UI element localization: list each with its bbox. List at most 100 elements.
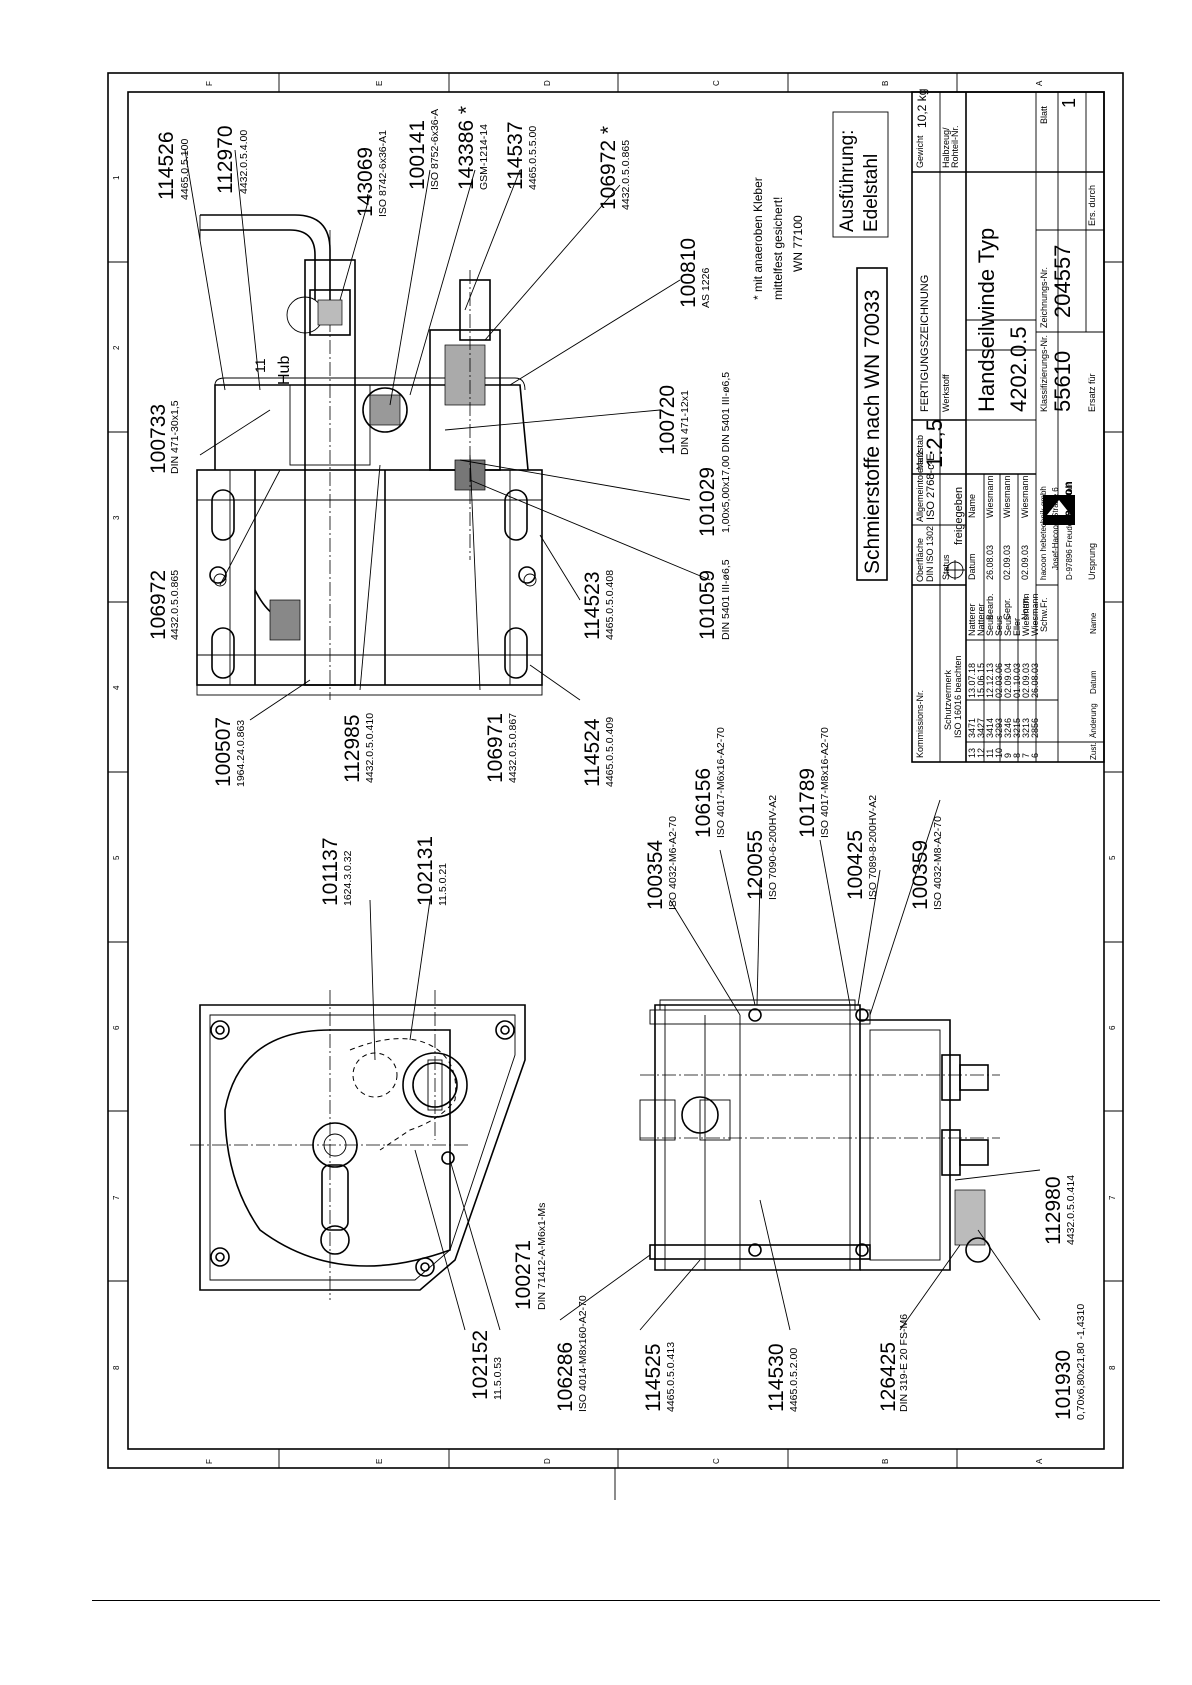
- rev-name: Wiesmann: [1030, 593, 1040, 636]
- zone-num-left-2: 2: [112, 345, 121, 350]
- rev-header-name: Name: [1089, 612, 1098, 634]
- zone-label-bottom-d: D: [543, 1458, 552, 1464]
- oberflaeche-norm: DIN ISO 1302: [925, 525, 935, 582]
- part-number: 114530: [765, 1343, 788, 1412]
- part-spec: 1964.24.0.863: [235, 719, 247, 787]
- rev-z: 6: [1030, 752, 1040, 758]
- document-type: FERTIGUNGSZEICHNUNG: [919, 274, 931, 412]
- zone-num-left-1: 1: [112, 175, 121, 180]
- section-view: [196, 214, 543, 700]
- part-spec: 11.5.0.53: [492, 1356, 504, 1400]
- part-number: 114523: [581, 571, 604, 640]
- zone-num-left-8: 8: [112, 1365, 121, 1370]
- part-number: 143069: [354, 146, 377, 217]
- klassifizierung-label: Klassifizierungs-Nr.: [1039, 334, 1049, 412]
- part-number: 106286: [554, 1341, 577, 1412]
- part-number: 100271: [512, 1239, 535, 1310]
- ersetzt-durch-label: Ers. durch: [1087, 184, 1097, 226]
- zeichnungs-value: 204557: [1050, 244, 1075, 318]
- zone-num-left-4: 4: [112, 685, 121, 690]
- zone-num-left-7: 7: [112, 1195, 121, 1200]
- rev-header-nr: Änderung: [1089, 703, 1098, 738]
- part-number: 100359: [909, 839, 932, 910]
- zeichnungs-label: Zeichnungs-Nr.: [1039, 266, 1049, 328]
- part-spec: 4465.0.5.100: [179, 138, 191, 200]
- zone-label-top-a: A: [1035, 80, 1044, 86]
- part-number: 112985: [341, 714, 364, 783]
- inner-frame: [127, 91, 1105, 1450]
- part-spec: 1,00x5,00x17,00 DIN 5401 III-ø6,5: [720, 371, 732, 533]
- part-number: 126425: [877, 1341, 900, 1412]
- part-number: 101059: [696, 569, 719, 640]
- part-spec: AS 1226: [700, 267, 712, 308]
- part-spec: DIN 71412-A-M6x1-Ms: [536, 1202, 548, 1310]
- zone-num-right-6: 6: [1108, 1025, 1117, 1030]
- blatt-value: 1: [1059, 97, 1079, 108]
- part-number: 114525: [642, 1343, 665, 1412]
- part-spec: 4465.0.5.2.00: [788, 1347, 800, 1412]
- hub-dimension-label: Hub: [276, 355, 293, 385]
- title-block-grid: [911, 91, 1105, 763]
- part-number: 100141: [406, 119, 429, 190]
- part-number: 100507: [212, 716, 235, 787]
- company-name: hacoon hebetechnik gmbh: [1039, 486, 1048, 580]
- part-spec: ISO 8742-6x36-A1: [377, 130, 389, 217]
- ausfuehrung-label: Ausführung:: [837, 129, 858, 232]
- part-spec: 0,70x6,80x21,80 -1,4310: [1075, 1303, 1087, 1420]
- dimension-11: 11: [252, 358, 268, 373]
- part-spec: 4465.0.5.5.00: [527, 125, 539, 190]
- rev-nr: 2856: [1030, 717, 1040, 738]
- zone-num-left-6: 6: [112, 1025, 121, 1030]
- part-spec: 4432.0.5.0.865: [169, 569, 181, 640]
- massstab-value: 1:2,5: [922, 419, 947, 468]
- rev-header-z: Zust.: [1089, 742, 1098, 760]
- part-spec: 4432.0.5.0.865: [620, 139, 632, 210]
- title-line-2: 4202.0.5: [1006, 326, 1031, 412]
- zone-ticks: [108, 73, 1123, 1500]
- part-number: 112980: [1042, 1176, 1065, 1245]
- klassifizierung-value: 55610: [1050, 350, 1075, 412]
- gewicht-value: 10,2 kg: [915, 88, 929, 128]
- kommissions-label: Kommissions-Nr.: [915, 689, 925, 758]
- part-spec: ISO 4032-M6-A2-70: [667, 816, 679, 910]
- part-number: 100733: [147, 403, 170, 474]
- company-street: Josef-Hacoon-Straße 6: [1051, 487, 1060, 570]
- zone-label-bottom-a: A: [1035, 1458, 1044, 1464]
- schutzvermerk-label: Schutzvermerk: [943, 669, 953, 730]
- ausfuehrung-box: [832, 111, 889, 238]
- part-number: 100425: [844, 829, 867, 900]
- zone-num-left-5: 5: [112, 855, 121, 860]
- schmierstoffe-note: Schmierstoffe nach WN 70033: [861, 289, 884, 574]
- part-number: 100354: [644, 839, 667, 910]
- zone-num-left-3: 3: [112, 515, 121, 520]
- part-spec: DIN 471-30x1,5: [169, 400, 181, 474]
- kleber-note-1: * mit anaeroben Kleber: [751, 177, 765, 300]
- sig-role: Schw.Fr.: [1039, 597, 1049, 632]
- part-spec: ISO 4017-M6x16-A2-70: [715, 727, 727, 838]
- part-number: 100720: [656, 384, 679, 455]
- part-number: 112970: [214, 125, 237, 194]
- part-number: 114537: [504, 121, 527, 190]
- sig-date: 26.08.03: [985, 544, 995, 580]
- part-spec: 4432.0.5.0.414: [1065, 1174, 1077, 1245]
- front-view: [639, 999, 1000, 1271]
- rev-header-date: Datum: [1089, 670, 1098, 694]
- ausfuehrung-material: Edelstahl: [861, 153, 882, 232]
- kleber-note-2: mittelfest gesichert!: [771, 196, 785, 300]
- part-spec: ISO 8752-6x36-A: [429, 108, 441, 190]
- part-spec: 4432.0.5.4.00: [238, 129, 250, 194]
- part-number: 100810: [677, 237, 700, 308]
- side-plate-view: [190, 990, 526, 1300]
- part-spec: ISO 4014-M8x160-A2-70: [577, 1295, 589, 1412]
- part-spec: 4465.0.5.0.413: [665, 1341, 677, 1412]
- part-number: 101930: [1052, 1349, 1075, 1420]
- zone-label-bottom-f: F: [205, 1459, 214, 1464]
- blatt-label: Blatt: [1039, 105, 1049, 124]
- part-spec: ISO 4032-M8-A2-70: [932, 816, 944, 910]
- part-spec: 4432.0.5.0.867: [507, 712, 519, 783]
- leader-lines: [184, 149, 1041, 1331]
- status-value: freigegeben: [953, 486, 965, 545]
- part-spec: DIN 319-E 20 FS-M6: [898, 1313, 910, 1412]
